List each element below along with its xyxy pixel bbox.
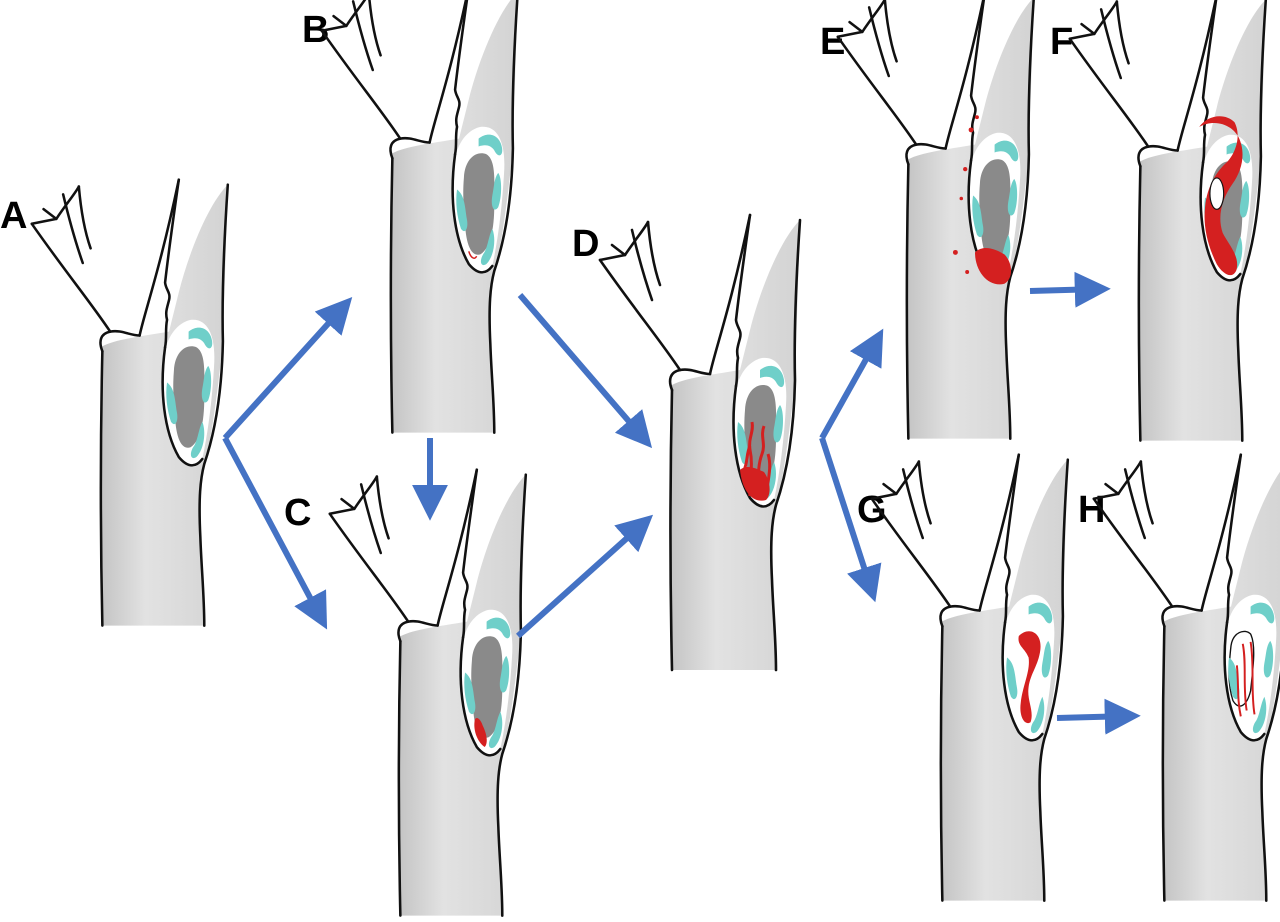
arrow-d-to-g — [819, 437, 882, 603]
arrow-a-to-c — [222, 436, 328, 630]
arrow-c-to-d — [515, 514, 654, 639]
panel-h-artery — [1092, 453, 1280, 902]
arrow-b-to-d — [517, 293, 653, 449]
ulcer-hemorrhage — [1018, 631, 1041, 724]
panel-g-artery — [870, 453, 1070, 902]
residual-lumen — [1209, 177, 1225, 210]
panel-f-artery — [1068, 0, 1268, 442]
panel-c-artery — [328, 468, 528, 917]
arrow-e-to-f — [1029, 271, 1111, 308]
panel-label-g: G — [857, 489, 887, 531]
arrow-g-to-h — [1056, 698, 1141, 735]
transition-arrows — [222, 271, 1141, 735]
emboli-dots — [952, 115, 979, 274]
healed-layers — [1235, 641, 1256, 717]
arrow-a-to-b — [222, 296, 353, 441]
panel-b-artery — [320, 0, 520, 434]
panel-label-a: A — [0, 195, 27, 237]
ruptured-hemorrhage — [975, 248, 1012, 285]
panel-e-artery — [836, 0, 1036, 440]
panel-label-d: D — [572, 223, 599, 265]
panel-label-c: C — [284, 492, 311, 534]
panel-a-artery — [30, 178, 230, 627]
hemorrhage-region — [474, 718, 487, 748]
hemorrhage-pool — [740, 466, 770, 501]
panel-d-artery — [598, 213, 802, 672]
panel-label-f: F — [1050, 21, 1073, 63]
arrow-d-to-e — [819, 328, 884, 440]
micro-hemorrhage-mark — [468, 251, 478, 259]
